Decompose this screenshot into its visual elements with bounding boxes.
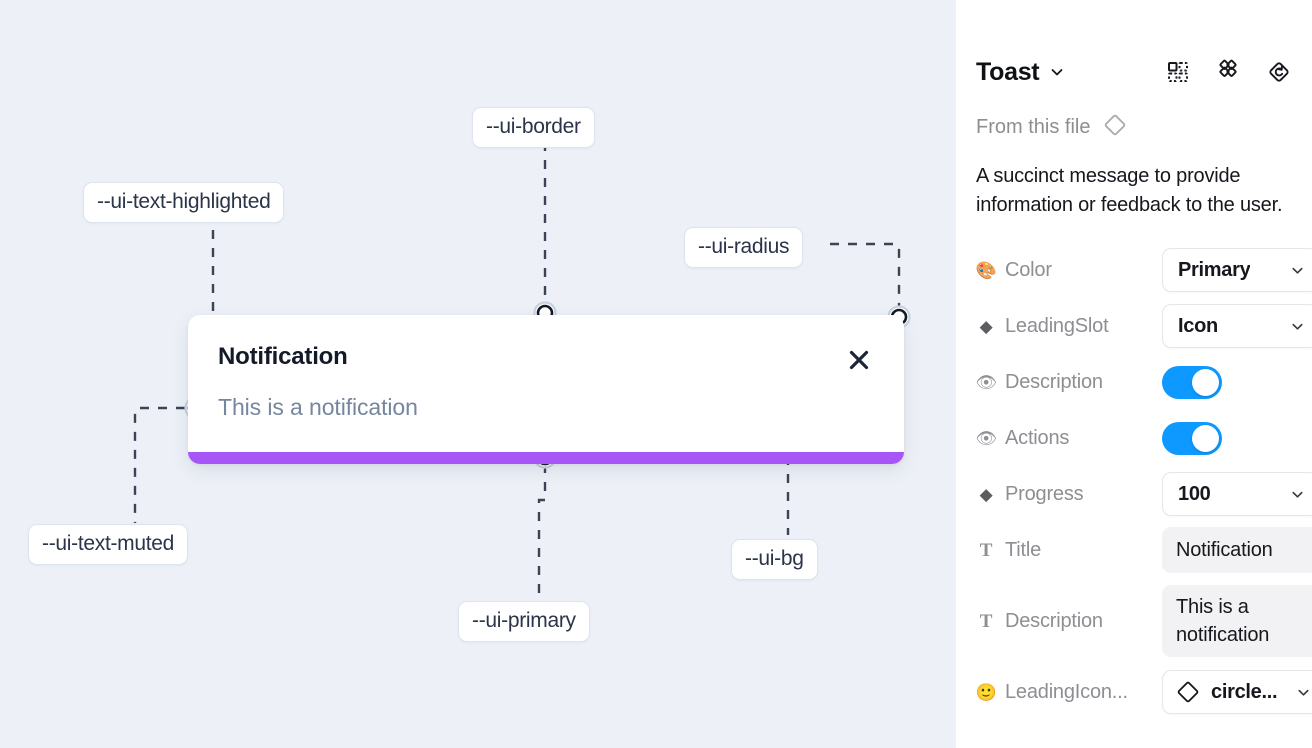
measure-chip-ui-primary[interactable]: --ui-primary xyxy=(458,601,590,642)
toast-title: Notification xyxy=(218,343,348,370)
property-label-text: Progress xyxy=(1005,482,1084,505)
measure-chip-ui-text-muted[interactable]: --ui-text-muted xyxy=(28,524,189,565)
property-label-color: 🎨 Color xyxy=(976,259,1162,282)
close-x-icon[interactable] xyxy=(844,345,874,375)
from-this-file-label: From this file xyxy=(976,116,1091,138)
description-toggle[interactable] xyxy=(1162,365,1222,399)
measure-chip-ui-text-highlighted[interactable]: --ui-text-highlighted xyxy=(83,182,285,223)
component-description: A succinct message to provide informatio… xyxy=(976,165,1283,216)
property-label-text: Actions xyxy=(1005,426,1070,449)
property-label-description-text: T Description xyxy=(976,610,1162,633)
property-label-description: 👁 Description xyxy=(976,371,1162,394)
from-this-file-row: From this file xyxy=(976,112,1128,143)
property-label-text: Description xyxy=(1005,609,1103,632)
diamond-component-icon xyxy=(1175,679,1201,705)
properties-panel: Toast xyxy=(956,0,1312,748)
panel-header: Toast xyxy=(956,44,1312,100)
toast-progress-bar xyxy=(188,452,904,464)
diamond-emoji-icon: ◆ xyxy=(979,484,993,504)
diamond-emoji-icon: ◆ xyxy=(979,316,993,336)
chevron-down-icon[interactable] xyxy=(1049,64,1065,80)
palette-emoji-icon: 🎨 xyxy=(976,260,997,280)
eye-emoji-icon: 👁 xyxy=(976,428,997,448)
chevron-down-icon xyxy=(1290,263,1305,278)
leadingslot-select[interactable]: Icon xyxy=(1162,304,1312,348)
property-list: 🎨 Color Primary ◆ LeadingSlot xyxy=(956,242,1312,720)
property-row-description-toggle: 👁 Description xyxy=(956,354,1312,410)
leadingicon-select-value: circle... xyxy=(1211,680,1278,703)
design-canvas[interactable]: Notification This is a notification --ui… xyxy=(0,0,956,748)
property-label-text: Title xyxy=(1005,538,1042,561)
progress-select[interactable]: 100 xyxy=(1162,472,1312,516)
toast-description: This is a notification xyxy=(218,394,418,420)
property-label-text: LeadingIcon... xyxy=(1005,680,1128,703)
color-select-value: Primary xyxy=(1178,258,1251,281)
color-select[interactable]: Primary xyxy=(1162,248,1312,292)
chevron-down-icon xyxy=(1290,487,1305,502)
component-name: Toast xyxy=(976,57,1040,86)
property-row-leadingslot: ◆ LeadingSlot Icon xyxy=(956,298,1312,354)
measure-chip-ui-bg[interactable]: --ui-bg xyxy=(731,539,818,580)
eye-emoji-icon: 👁 xyxy=(976,372,997,392)
property-row-leadingicon: 🙂 LeadingIcon... circle... xyxy=(956,664,1312,720)
chevron-down-icon xyxy=(1296,685,1311,700)
toggle-knob xyxy=(1192,424,1219,452)
title-input[interactable]: Notification xyxy=(1162,527,1312,573)
property-label-progress: ◆ Progress xyxy=(976,483,1162,506)
actions-toggle[interactable] xyxy=(1162,421,1222,455)
text-type-icon: T xyxy=(979,610,993,632)
property-label-text: LeadingSlot xyxy=(1005,314,1109,337)
property-label-leadingslot: ◆ LeadingSlot xyxy=(976,315,1162,338)
component-set-icon[interactable] xyxy=(1166,60,1190,84)
description-input-value: This is a notification xyxy=(1176,596,1270,646)
property-row-color: 🎨 Color Primary xyxy=(956,242,1312,298)
property-row-title: T Title Notification xyxy=(956,522,1312,578)
leadingslot-select-value: Icon xyxy=(1178,314,1218,337)
description-input[interactable]: This is a notification xyxy=(1162,585,1312,657)
smiley-emoji-icon: 🙂 xyxy=(976,682,997,702)
property-row-description-text: T Description This is a notification xyxy=(956,578,1312,664)
reset-instance-icon[interactable] xyxy=(1266,59,1292,85)
chevron-down-icon xyxy=(1290,319,1305,334)
property-label-text: Color xyxy=(1005,258,1052,281)
property-label-actions: 👁 Actions xyxy=(976,427,1162,450)
property-label-leadingicon: 🙂 LeadingIcon... xyxy=(976,681,1162,704)
panel-header-actions xyxy=(1166,59,1292,85)
toggle-knob xyxy=(1192,368,1219,396)
text-type-icon: T xyxy=(979,539,993,561)
property-row-progress: ◆ Progress 100 xyxy=(956,466,1312,522)
measure-chip-ui-border[interactable]: --ui-border xyxy=(472,107,595,148)
measure-chip-ui-radius[interactable]: --ui-radius xyxy=(684,227,804,268)
progress-select-value: 100 xyxy=(1178,482,1211,505)
variants-icon[interactable] xyxy=(1215,59,1241,85)
property-label-text: Description xyxy=(1005,370,1103,393)
property-row-actions-toggle: 👁 Actions xyxy=(956,410,1312,466)
toast-component[interactable]: Notification This is a notification xyxy=(188,315,904,464)
property-label-title: T Title xyxy=(976,539,1162,562)
diamond-component-icon xyxy=(1102,112,1128,143)
title-input-value: Notification xyxy=(1176,539,1273,561)
leadingicon-select[interactable]: circle... xyxy=(1162,670,1312,714)
